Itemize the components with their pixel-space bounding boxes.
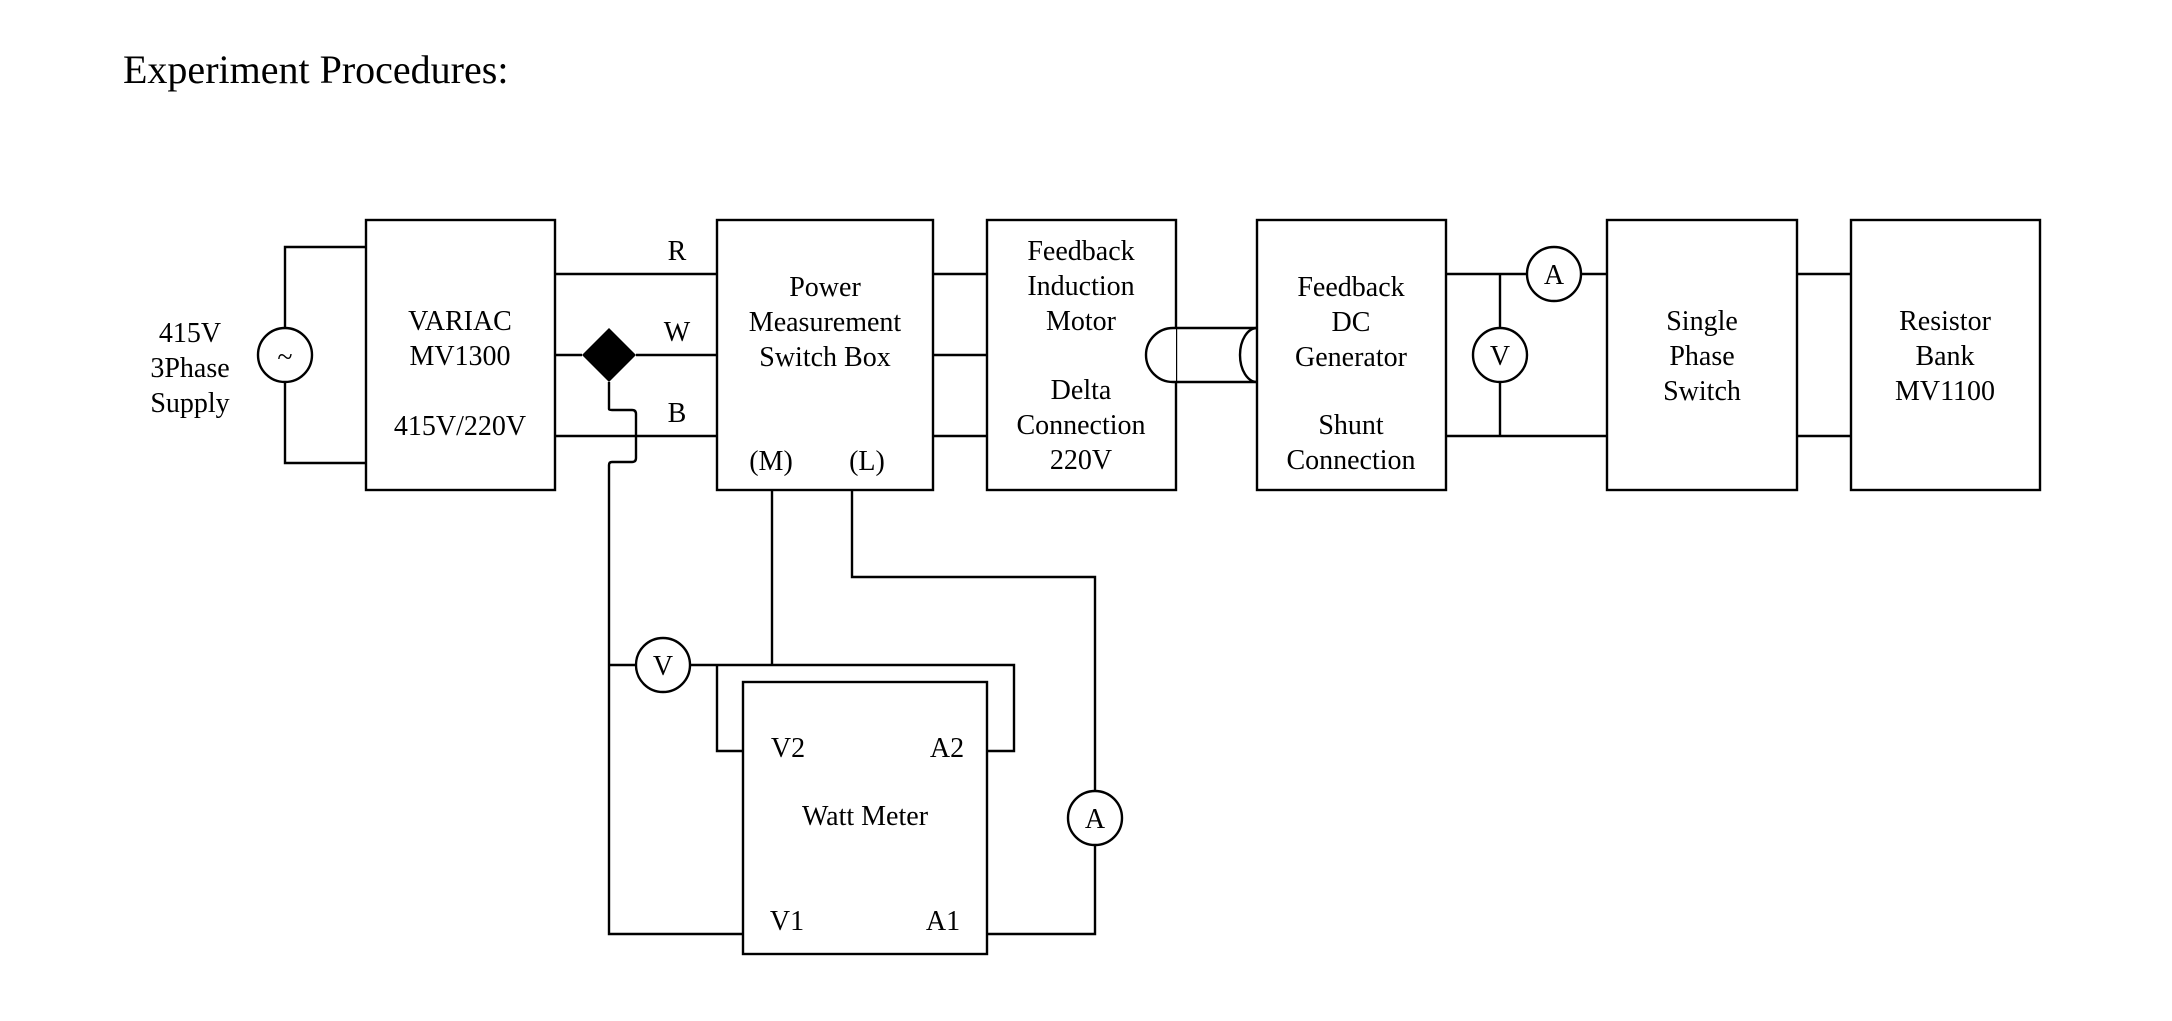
ac-ammeter-icon: A	[1066, 789, 1124, 847]
ac-source-icon: ~	[256, 326, 314, 384]
watt-meter-v1-label: V1	[770, 906, 804, 937]
dc-ammeter-label: A	[1544, 260, 1565, 291]
voltage-sense-wire	[607, 382, 743, 936]
generator-label-line: Shunt	[1318, 410, 1384, 441]
supply-wire-bottom	[283, 382, 366, 465]
supply-wiring	[283, 245, 366, 465]
single-phase-switch-block: Single Phase Switch	[1605, 218, 1799, 492]
watt-meter-label: Watt Meter	[802, 801, 929, 832]
ac-source-symbol: ~	[277, 342, 292, 373]
dc-generator-block: Feedback DC Generator Shunt Connection	[1255, 218, 1448, 492]
ac-ammeter-label: A	[1085, 804, 1106, 835]
power-box-label-line: Power	[789, 272, 861, 303]
ac-voltmeter-icon: V	[634, 636, 692, 694]
switch-label-line: Switch	[1663, 376, 1741, 407]
watt-meter-block: V2 A2 Watt Meter V1 A1	[741, 680, 989, 956]
resistor-label-line: Bank	[1915, 341, 1974, 372]
resistor-bank-block: Resistor Bank MV1100	[1849, 218, 2042, 492]
generator-label-line: Connection	[1286, 445, 1415, 476]
phase-w-label: W	[664, 317, 691, 348]
generator-label-line: DC	[1332, 307, 1371, 338]
dc-output-wiring	[1446, 272, 1607, 438]
motor-label-line: Feedback	[1027, 236, 1134, 267]
phase-b-label: B	[668, 398, 687, 429]
variac-label-line: MV1300	[409, 341, 510, 372]
terminal-m-label: (M)	[749, 446, 793, 477]
watt-meter-a2-label: A2	[930, 733, 964, 764]
phase-r-label: R	[668, 236, 687, 267]
watt-meter-bus-wire	[609, 663, 1016, 753]
motor-label-line: Delta	[1051, 375, 1112, 406]
variac-label-line: 415V/220V	[394, 411, 526, 442]
motor-label-line: Induction	[1027, 271, 1134, 302]
motor-label-line: Motor	[1046, 306, 1117, 337]
motor-feed-wiring	[933, 272, 987, 438]
supply-label-line: 415V	[159, 318, 221, 349]
motor-label-line: 220V	[1050, 445, 1112, 476]
dc-ammeter-icon: A	[1525, 245, 1583, 303]
induction-motor-block: Feedback Induction Motor Delta Connectio…	[985, 218, 1178, 492]
variac-label-line: VARIAC	[408, 306, 512, 337]
load-wiring	[1797, 272, 1851, 438]
watt-meter-wiring	[609, 490, 1097, 936]
phase-wiring: R W B	[555, 236, 717, 438]
terminal-l-wire	[850, 490, 1097, 936]
supply-label-line: 3Phase	[150, 353, 229, 384]
switch-label-line: Phase	[1669, 341, 1734, 372]
generator-label-line: Feedback	[1297, 272, 1404, 303]
variac-block: VARIAC MV1300 415V/220V	[364, 218, 557, 492]
watt-meter-v2-wire	[715, 665, 743, 753]
shaft-coupling-icon	[1144, 326, 1258, 384]
power-box-label-line: Measurement	[749, 307, 902, 338]
supply-label-line: Supply	[150, 388, 229, 419]
power-box-label-line: Switch Box	[759, 342, 890, 373]
supply-label: 415V 3Phase Supply	[150, 318, 229, 419]
watt-meter-v2-label: V2	[771, 733, 805, 764]
motor-label-line: Connection	[1016, 410, 1145, 441]
dc-voltmeter-icon: V	[1471, 326, 1529, 384]
watt-meter-a1-label: A1	[926, 906, 960, 937]
supply-wire-top	[283, 245, 366, 328]
junction-diamond-icon	[582, 328, 636, 382]
ac-voltmeter-label: V	[653, 651, 673, 682]
resistor-label-line: MV1100	[1895, 376, 1995, 407]
generator-label-line: Generator	[1295, 342, 1408, 373]
page-title: Experiment Procedures:	[123, 47, 509, 92]
terminal-l-label: (L)	[849, 446, 885, 477]
switch-label-line: Single	[1666, 306, 1738, 337]
resistor-label-line: Resistor	[1899, 306, 1991, 337]
dc-voltmeter-label: V	[1490, 341, 1510, 372]
power-measurement-switch-box: Power Measurement Switch Box (M) (L)	[715, 218, 935, 492]
